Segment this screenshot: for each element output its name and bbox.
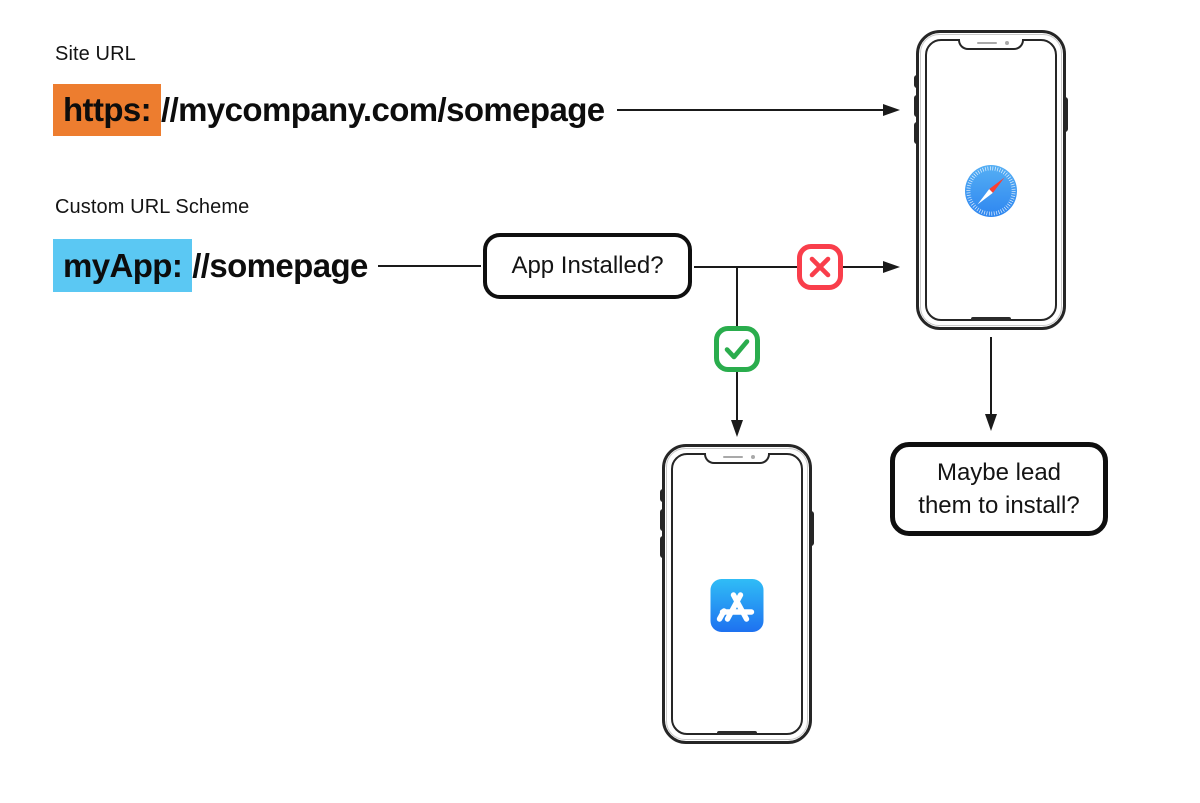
phone-screen	[925, 38, 1057, 321]
home-indicator	[717, 730, 757, 735]
volume-up-button	[914, 95, 919, 117]
site-url-path: //mycompany.com/somepage	[161, 91, 605, 128]
check-icon	[714, 326, 760, 372]
mute-switch	[660, 489, 665, 502]
site-url-label: Site URL	[55, 43, 136, 65]
phone-notch	[704, 452, 770, 464]
phone-notch	[958, 38, 1024, 50]
custom-scheme-path: //somepage	[192, 246, 368, 284]
power-button	[809, 511, 814, 546]
custom-scheme-label: Custom URL Scheme	[55, 196, 250, 218]
site-url-text: https://mycompany.com/somepage	[53, 84, 605, 136]
app-installed-label: App Installed?	[511, 252, 664, 279]
app-installed-box: App Installed?	[483, 233, 692, 299]
phone-safari	[914, 30, 1068, 330]
volume-down-button	[914, 122, 919, 144]
phone-inner-ring	[666, 448, 808, 740]
safari-icon	[965, 165, 1017, 222]
phone-appstore	[660, 444, 814, 744]
maybe-install-box: Maybe lead them to install?	[890, 442, 1108, 536]
phone-screen	[671, 452, 803, 735]
custom-scheme-text: myApp://somepage	[53, 239, 368, 292]
power-button	[1063, 97, 1068, 132]
speaker-icon	[723, 455, 743, 458]
volume-down-button	[660, 536, 665, 558]
camera-icon	[1005, 41, 1009, 45]
volume-up-button	[660, 509, 665, 531]
phone-inner-ring	[920, 34, 1062, 326]
maybe-install-line1: Maybe lead	[936, 459, 1062, 486]
home-indicator	[971, 316, 1011, 321]
mute-switch	[914, 75, 919, 88]
camera-icon	[751, 455, 755, 459]
app-store-icon	[710, 579, 764, 637]
site-url-scheme-highlight: https:	[53, 84, 162, 136]
custom-scheme-highlight: myApp:	[53, 239, 193, 292]
cross-icon	[797, 244, 843, 290]
maybe-install-line2: them to install?	[918, 492, 1080, 519]
speaker-icon	[977, 41, 997, 44]
